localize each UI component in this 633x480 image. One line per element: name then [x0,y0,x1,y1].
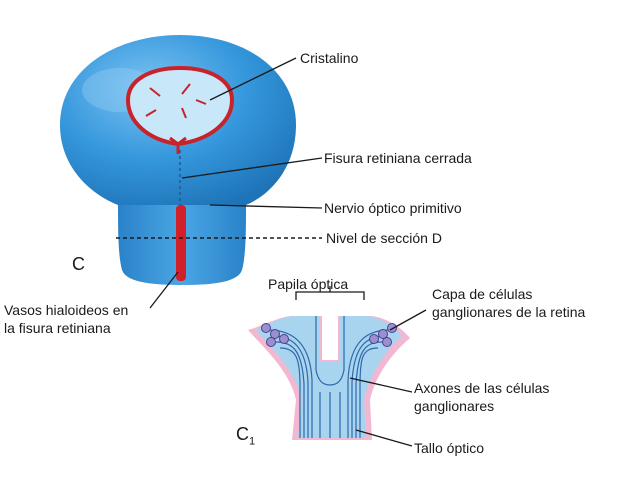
leader-fisura [181,157,323,179]
leader-axones [349,377,413,393]
label-axones-line1: Axones de las células [414,380,550,396]
lens-vesicle [125,65,235,154]
leader-cristalino [209,57,297,101]
label-capa-line2: ganglionares de la retina [432,304,586,320]
leader-tallo [355,429,413,447]
panel-label-c1-index: 1 [249,435,256,448]
label-cristalino: Cristalino [300,50,359,66]
papila-bracket [295,291,365,300]
ganglion-cells [261,323,397,347]
label-axones-line2: ganglionares [414,398,495,414]
leader-vasos [149,271,179,309]
leader-lines-c1 [295,286,427,447]
hyaloid-vessel [176,205,186,281]
label-papila-optica: Papila óptica [268,276,349,292]
leader-lines-c [149,57,323,309]
panel-label-c: C [72,254,85,274]
optic-stalk-section [248,316,410,440]
label-vasos-line1: Vasos hialoideos en [4,302,129,318]
leader-nervio [209,204,323,209]
label-fisura-cerrada: Fisura retiniana cerrada [324,150,472,166]
panel-label-c1-letter: C [236,424,249,444]
label-nervio-optico: Nervio óptico primitivo [324,200,462,216]
label-vasos-line2: la fisura retiniana [4,320,111,336]
optic-cup [60,35,322,285]
panel-label-c1: C1 [236,424,256,451]
leader-capa [389,309,427,331]
label-capa-line1: Capa de células [432,286,533,302]
label-nivel-seccion: Nivel de sección D [326,230,442,246]
label-tallo-optico: Tallo óptico [414,440,485,456]
